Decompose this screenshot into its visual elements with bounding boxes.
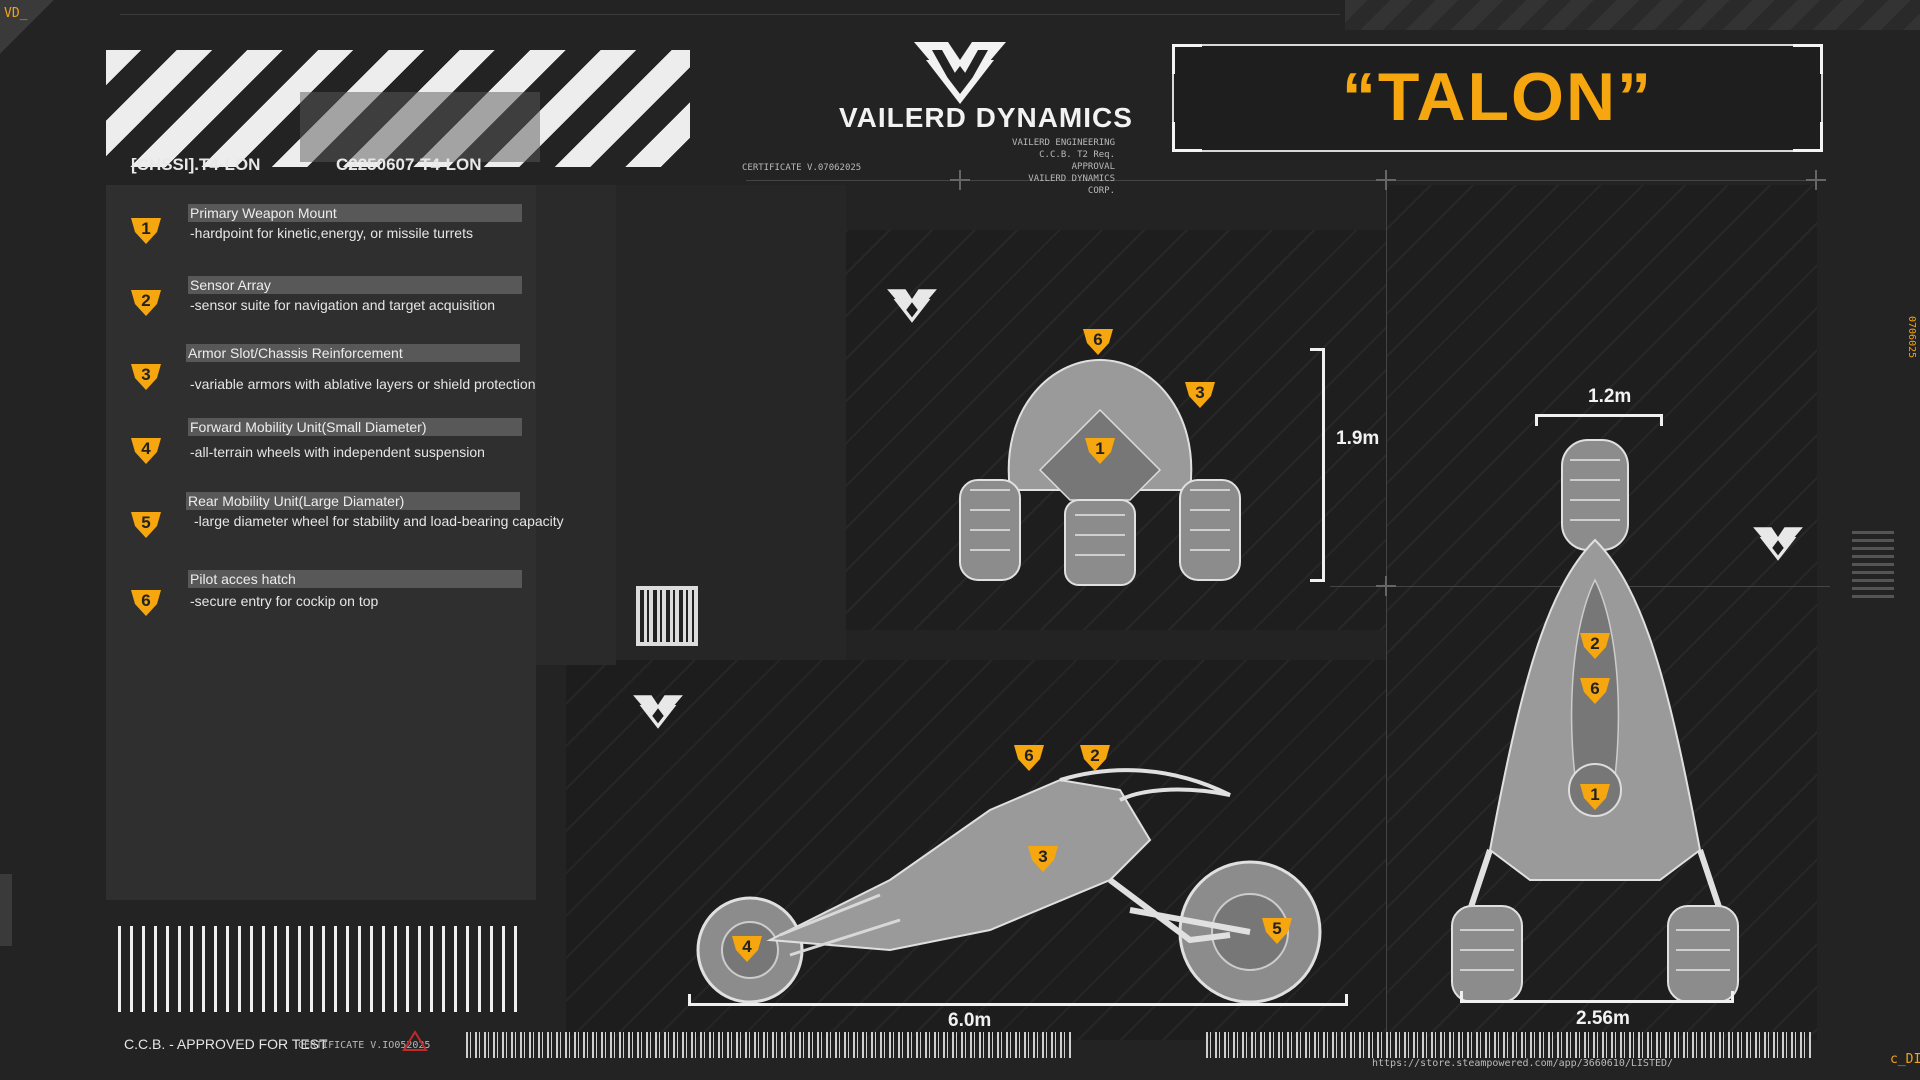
legend-item: 5 Rear Mobility Unit(Large Diamater) -la… — [106, 492, 564, 552]
front-marker-1: 1 — [1085, 438, 1115, 468]
dimension-tick — [1460, 991, 1463, 1003]
side-marker-2: 2 — [1080, 745, 1110, 775]
side-vent-graphic — [1852, 528, 1894, 598]
legend-description: -sensor suite for navigation and target … — [190, 297, 496, 313]
warning-triangle-icon — [402, 1030, 428, 1056]
store-url[interactable]: https://store.steampowered.com/app/36606… — [1372, 1058, 1674, 1069]
side-marker-6: 6 — [1014, 745, 1044, 775]
width-dimension-line — [1535, 414, 1663, 417]
corner-label-bottom-right: c_DI — [1890, 1052, 1920, 1067]
marker-badge-icon: 5 — [131, 512, 161, 538]
legend-item: 1 Primary Weapon Mount -hardpoint for ki… — [106, 204, 536, 264]
hazard-top-strip — [1345, 0, 1920, 30]
top-rule — [120, 14, 1340, 15]
legend-panel — [106, 185, 536, 900]
marker-badge-icon: 3 — [131, 364, 161, 390]
front-view-panel — [846, 230, 1386, 630]
barcode-strip — [1206, 1032, 1812, 1058]
side-marker-3: 3 — [1028, 846, 1058, 876]
crosshair-mark — [1376, 576, 1396, 596]
dimension-tick — [688, 994, 691, 1006]
certificate-label: CERTIFICATE V.07062025 — [742, 163, 862, 173]
approval-status: C.C.B. - APPROVED FOR TEST — [124, 1036, 328, 1052]
front-marker-6: 6 — [1083, 329, 1113, 359]
grid-rule — [746, 180, 1826, 181]
small-logo-icon — [886, 288, 938, 324]
legend-panel-extension — [536, 185, 616, 665]
crosshair-mark — [1376, 170, 1396, 190]
marker-badge-icon: 6 — [131, 590, 161, 616]
dimension-tick — [1345, 994, 1348, 1006]
legend-title: Sensor Array — [188, 276, 522, 294]
front-height-label: 1.9m — [1336, 428, 1380, 449]
legend-item: 3 Armor Slot/Chassis Reinforcement -vari… — [106, 344, 536, 404]
title-box: “TALON” — [1172, 44, 1823, 152]
marker-badge-icon: 4 — [131, 438, 161, 464]
crosshair-mark — [1806, 170, 1826, 190]
side-marker-4: 4 — [732, 936, 762, 966]
small-logo-icon — [1752, 526, 1804, 562]
backdrop-panel — [616, 185, 846, 665]
marker-badge-icon: 1 — [131, 218, 161, 244]
top-view-drawing — [1450, 430, 1740, 1014]
dimension-tick — [1535, 414, 1538, 426]
vehicle-title: “TALON” — [1341, 59, 1654, 135]
marker-badge-icon: 2 — [131, 290, 161, 316]
dimension-tick — [1310, 579, 1325, 582]
dimension-tick — [1660, 414, 1663, 426]
legend-title: Primary Weapon Mount — [188, 204, 522, 222]
top-marker-2: 2 — [1580, 633, 1610, 663]
legend-item: 4 Forward Mobility Unit(Small Diameter) … — [106, 418, 536, 478]
brand-logo-icon — [912, 40, 1008, 110]
length-dimension-line — [688, 1003, 1348, 1006]
height-dimension-line — [1322, 348, 1325, 582]
legend-description: -large diameter wheel for stability and … — [194, 513, 564, 529]
chassis-id: [CHSSI].T4-LON — [131, 155, 261, 174]
engineering-line: VAILERD ENGINEERING — [1012, 138, 1115, 148]
top-length-dimension-line — [1460, 1000, 1734, 1003]
legend-description: -all-terrain wheels with independent sus… — [190, 444, 485, 460]
legend-title: Armor Slot/Chassis Reinforcement — [186, 344, 520, 362]
legend-title: Forward Mobility Unit(Small Diameter) — [188, 418, 522, 436]
top-width-label: 1.2m — [1588, 386, 1632, 407]
barcode-graphic — [118, 926, 524, 1012]
side-length-label: 6.0m — [948, 1010, 992, 1031]
barcode-strip — [466, 1032, 1072, 1058]
qr-code-icon — [636, 586, 698, 646]
small-logo-icon — [632, 694, 684, 730]
legend-description: -variable armors with ablative layers or… — [190, 376, 536, 392]
legend-description: -secure entry for cockip on top — [190, 593, 379, 609]
dimension-tick — [1310, 348, 1325, 351]
top-length-label: 2.56m — [1576, 1008, 1630, 1029]
top-marker-1: 1 — [1580, 784, 1610, 814]
corner-label-top-left: VD_ — [4, 6, 28, 21]
engineering-line: VAILERD DYNAMICS CORP. — [1028, 174, 1115, 196]
legend-item: 2 Sensor Array -sensor suite for navigat… — [106, 272, 536, 332]
legend-item: 6 Pilot acces hatch -secure entry for co… — [106, 570, 536, 630]
legend-title: Rear Mobility Unit(Large Diamater) — [186, 492, 520, 510]
side-tab — [0, 874, 12, 946]
serial-number: C2250607-T4-LON — [336, 155, 482, 174]
legend-description: -hardpoint for kinetic,energy, or missil… — [190, 225, 473, 241]
side-marker-5: 5 — [1262, 918, 1292, 948]
top-view-panel — [1387, 185, 1817, 1040]
crosshair-mark — [950, 170, 970, 190]
engineering-line: C.C.B. T2 Req. APPROVAL — [1039, 150, 1115, 172]
corner-frame — [0, 0, 54, 54]
top-marker-6: 6 — [1580, 678, 1610, 708]
side-view-drawing — [690, 760, 1350, 1014]
banner-overlay — [300, 92, 540, 162]
engineering-info: VAILERD ENGINEERING C.C.B. T2 Req. APPRO… — [1012, 137, 1115, 197]
side-tag: 0706025 — [1906, 316, 1917, 359]
front-marker-3: 3 — [1185, 382, 1215, 412]
dimension-tick — [1731, 991, 1734, 1003]
grid-rule — [1386, 170, 1387, 1040]
brand-name: VAILERD DYNAMICS — [839, 102, 1133, 133]
legend-title: Pilot acces hatch — [188, 570, 522, 588]
footer-certificate: CERTIFICATE V.IO052025 — [298, 1040, 431, 1051]
